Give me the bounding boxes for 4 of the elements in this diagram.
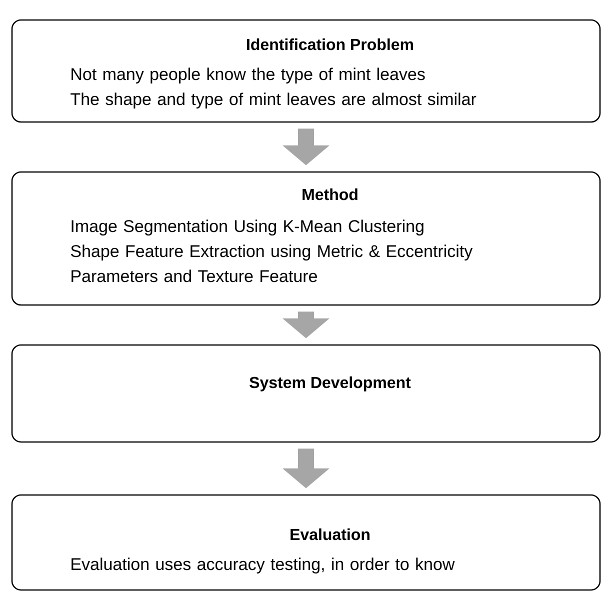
process-box: System Development (11, 344, 601, 443)
process-box: Evaluation Evaluation uses accuracy testing, in order to know (11, 494, 601, 591)
process-box: Identification Problem Not many people know the type of mint leaves The shape and type of mint leaves are almost similar (11, 19, 601, 123)
process-box: Method Image Segmentation Using K-Mean Clustering Shape Feature Extraction using Metric & Eccentricity Parameters and Texture Feature (11, 171, 601, 306)
